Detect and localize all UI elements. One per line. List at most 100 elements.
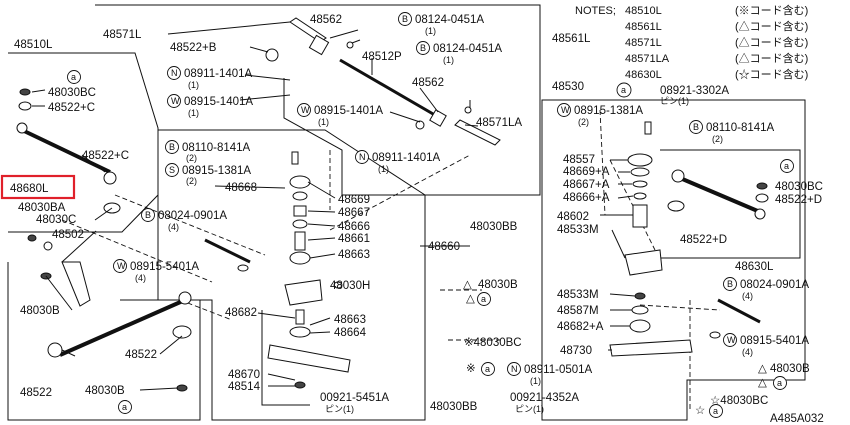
fastener-9: B 08024-0901A (4) [141,208,227,232]
leader-lines [31,21,636,391]
label-48030b-c1: 48030B [478,279,518,291]
svg-text:(2): (2) [186,153,197,163]
label-48030bc-r2: ☆48030BC [710,395,768,407]
svg-text:08024-0901A: 08024-0901A [158,210,227,222]
highlight-box [0,174,76,200]
notes-remark-3: (△コード含む) [735,35,808,49]
nut-48030h [333,281,343,289]
notes-remark-4: (△コード含む) [735,51,808,65]
label-48730: 48730 [560,345,592,357]
part-labels: 48510L 48571L 48562 48522+B 48512P 48561… [14,14,824,425]
label-48666: 48666 [338,221,370,233]
seat-48666a [633,192,647,200]
ball-joint-left [16,122,28,134]
washer-48668 [292,191,308,201]
svg-text:(1): (1) [443,55,454,65]
fastener-8: S 08915-1381A (2) [165,163,251,186]
notes-part-4: 48571LA [625,53,670,65]
label-48660: 48660 [428,241,460,253]
label-48522b: 48522+B [170,42,217,54]
svg-text:S: S [169,165,175,175]
svg-text:(4): (4) [742,291,753,301]
svg-text:B: B [727,279,733,289]
svg-text:00921-4352A: 00921-4352A [510,392,579,404]
fastener-15: N 08911-0501A (1) [507,362,593,386]
svg-text:B: B [169,142,175,152]
circle-a-sub: ピン(1) [660,96,689,106]
svg-text:08911-1401A: 08911-1401A [372,152,441,164]
label-48630l: 48630L [735,261,774,273]
star-mark-icon: ☆ [695,405,705,417]
ball-joint-r2 [754,208,766,220]
fastener-6: N 08911-1401A (1) [355,150,441,174]
svg-text:W: W [117,261,126,271]
notes-remark-1: (※コード含む) [735,3,808,17]
nut-48514 [294,381,306,389]
idler-bracket-48660 [284,279,323,306]
svg-text:ピン(1): ピン(1) [515,404,544,414]
svg-text:a: a [485,364,490,374]
center-link-end [178,291,192,305]
notes-block: NOTES; 48510L (※コード含む) 48561L (△コード含む) 4… [575,3,808,106]
svg-text:N: N [359,152,366,162]
washer-48522c [18,101,32,111]
label-48666a: 48666+A [563,192,610,204]
svg-text:(1): (1) [188,80,199,90]
svg-text:(1): (1) [425,26,436,36]
triangle-mark-icon: △ [463,279,473,291]
notes-remark-5: (☆コード含む) [735,67,808,81]
bolt-08024-left [204,238,251,264]
svg-text:(2): (2) [578,117,589,127]
cap-48669 [289,175,311,189]
label-48562-top: 48562 [310,14,342,26]
label-48522-l2: 48522 [20,387,52,399]
washer-08915-left [237,264,249,272]
bolt-08110-right [644,121,652,135]
bushing-48663-lower [289,326,311,338]
notes-part-2: 48561L [625,21,662,33]
notes-part-5: 48630L [625,69,662,81]
fastener-2: B 08124-0451A (1) [416,41,502,65]
svg-text:N: N [171,68,178,78]
ball-joint-r1 [671,169,685,183]
svg-text:(4): (4) [742,347,753,357]
bolt-08024-right [717,298,761,324]
fastener-1: B 08124-0451A (1) [398,12,484,36]
bushing-48587m [631,305,649,315]
label-48557: 48557 [563,154,595,166]
boot-48522-lower [172,325,192,339]
fastener-callouts: B 08124-0451A (1) B 08124-0451A (1) N 08… [113,12,809,414]
notes-remark-2: (△コード含む) [735,19,808,33]
label-48661: 48661 [338,233,370,245]
svg-text:(1): (1) [318,117,329,127]
triangle-mark-icon: △ [466,293,476,305]
link-joint-48522 [47,342,63,358]
svg-text:(1): (1) [378,164,389,174]
nut-upper-right [464,106,472,114]
adjusting-tube-48512p [339,58,441,120]
label-48669: 48669 [338,194,370,206]
washer-48522d [755,193,769,203]
label-48512p: 48512P [362,51,402,63]
washer-08915-right [709,331,721,339]
svg-text:08915-1381A: 08915-1381A [182,165,251,177]
nut-48562 [415,120,425,130]
svg-text:08124-0451A: 08124-0451A [415,14,484,26]
svg-text:08915-5401A: 08915-5401A [130,261,199,273]
bracket-48533m [624,249,663,276]
label-48030b-left: 48030B [20,305,60,317]
fastener-12: B 08110-8141A (2) [689,120,775,144]
svg-text:a: a [777,378,782,388]
cotter-48030c [43,241,53,251]
spring-48667 [293,205,307,217]
bushing-48663 [289,251,311,265]
svg-text:a: a [481,294,486,304]
label-48030ba: 48030BA [18,202,66,214]
tie-rod-48630l [679,176,761,214]
label-48030b-right: 48030B [770,363,810,375]
svg-text:08024-0901A: 08024-0901A [740,279,809,291]
label-48667a: 48667+A [563,179,610,191]
label-48533m-2: 48533M [557,289,599,301]
circle-a-icon [709,404,723,418]
